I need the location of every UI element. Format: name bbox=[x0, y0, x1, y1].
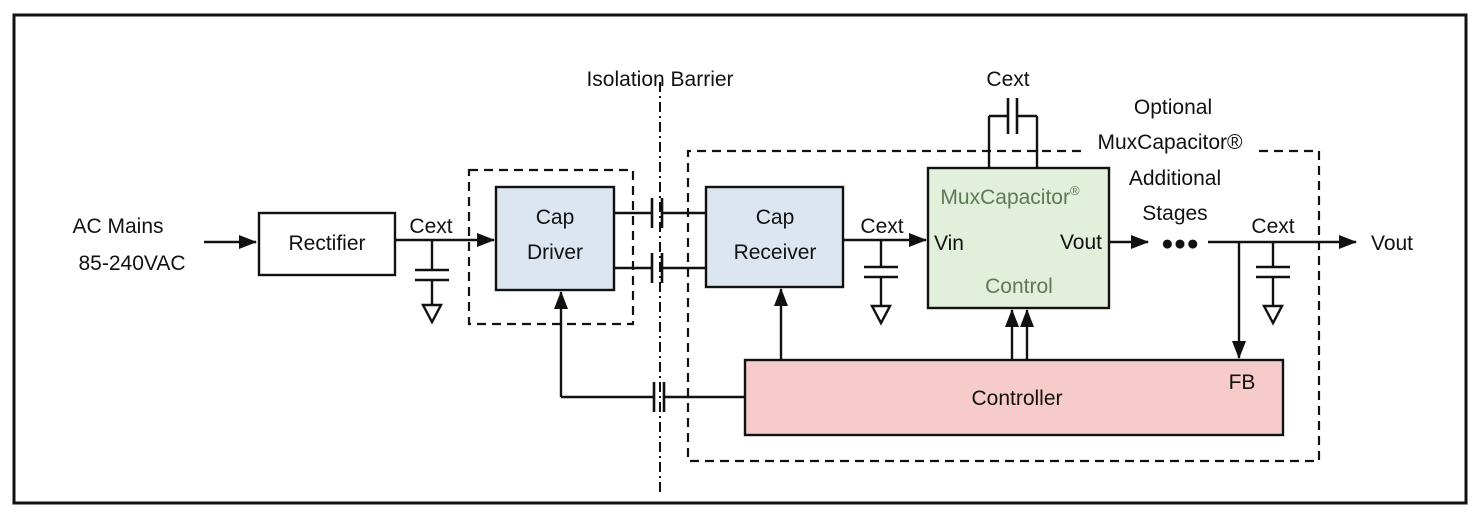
additional-stages-dots: ●●● bbox=[1161, 232, 1199, 255]
secondary-dashed-box bbox=[686, 149, 1321, 463]
controller-to-driver-path bbox=[554, 291, 745, 412]
cap-driver-label-1: Cap bbox=[536, 206, 575, 229]
fb-label: FB bbox=[1229, 371, 1256, 394]
isolation-barrier-label: Isolation Barrier bbox=[586, 68, 733, 91]
controller-block bbox=[743, 358, 1285, 437]
outer-frame bbox=[12, 13, 1468, 505]
muxcapacitor-block bbox=[926, 166, 1111, 310]
cext-top-label: Cext bbox=[986, 68, 1029, 91]
ac-mains-label: AC Mains bbox=[72, 215, 163, 238]
control-label: Control bbox=[985, 275, 1053, 298]
isolation-capacitor-bottom bbox=[614, 253, 706, 283]
cext-receiver-capacitor bbox=[864, 240, 898, 326]
isolation-capacitor-top bbox=[614, 198, 706, 228]
cext-receiver-label: Cext bbox=[860, 215, 903, 238]
cext-rectifier-label: Cext bbox=[409, 215, 452, 238]
optional-label-1: Optional bbox=[1134, 96, 1212, 119]
cap-receiver-label-1: Cap bbox=[756, 206, 795, 229]
cap-receiver-label-2: Receiver bbox=[734, 241, 817, 264]
cap-driver-block bbox=[494, 185, 616, 292]
ac-mains-range-label: 85-240VAC bbox=[78, 252, 185, 275]
cext-top-capacitor bbox=[987, 98, 1039, 168]
optional-label-2: MuxCapacitor® bbox=[1097, 131, 1243, 154]
vout-pin-label: Vout bbox=[1060, 231, 1102, 254]
cext-rectifier-capacitor bbox=[415, 240, 449, 325]
controller-label: Controller bbox=[971, 387, 1062, 410]
vin-label: Vin bbox=[934, 232, 964, 255]
muxcapacitor-title: MuxCapacitor® bbox=[940, 183, 1080, 209]
rectifier-block bbox=[257, 211, 397, 277]
optional-label-4: Stages bbox=[1142, 202, 1207, 225]
cap-driver-dashed-box bbox=[467, 168, 635, 326]
optional-label-3: Additional bbox=[1129, 167, 1221, 190]
cext-output-capacitor bbox=[1256, 242, 1290, 326]
rectifier-label: Rectifier bbox=[288, 232, 365, 255]
cap-driver-label-2: Driver bbox=[527, 241, 583, 264]
vout-output-label: Vout bbox=[1371, 232, 1413, 255]
cext-output-label: Cext bbox=[1251, 215, 1294, 238]
cap-receiver-block bbox=[704, 185, 845, 289]
